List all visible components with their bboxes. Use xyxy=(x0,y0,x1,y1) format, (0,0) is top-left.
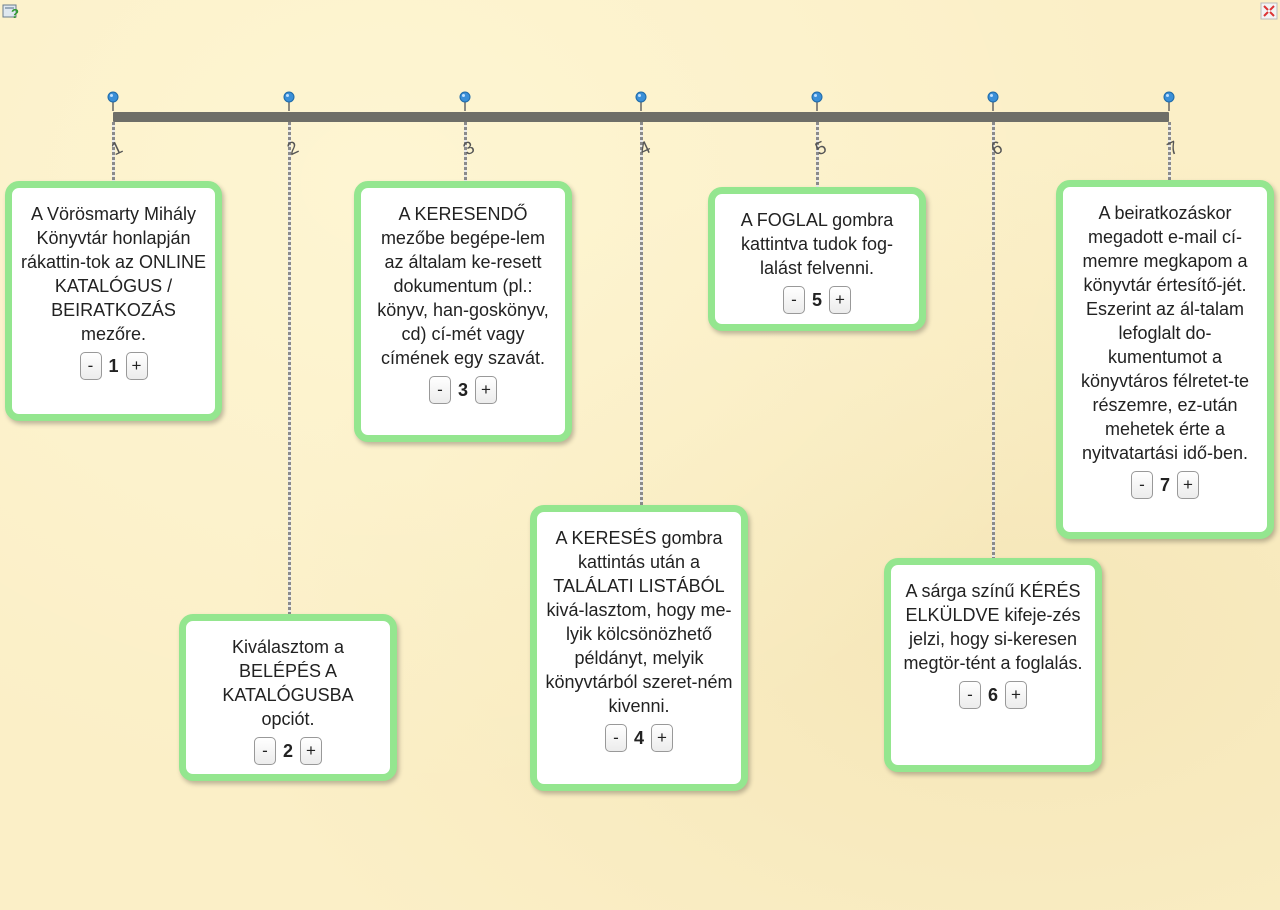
pin-icon[interactable] xyxy=(459,91,471,111)
decrement-button[interactable]: - xyxy=(783,286,805,314)
tick-label: 2 xyxy=(284,136,302,160)
pin-icon[interactable] xyxy=(1163,91,1175,111)
decrement-button[interactable]: - xyxy=(1131,471,1153,499)
decrement-button[interactable]: - xyxy=(605,724,627,752)
step-card: A FOGLAL gombra kattintva tudok fog-lalá… xyxy=(708,187,926,331)
step-card: A sárga színű KÉRÉS ELKÜLDVE kifeje-zés … xyxy=(884,558,1102,772)
increment-button[interactable]: + xyxy=(829,286,851,314)
hanging-string xyxy=(816,122,819,190)
step-controls: - 1 + xyxy=(20,352,207,380)
help-icon[interactable]: ? xyxy=(2,2,20,20)
step-number: 5 xyxy=(811,290,822,310)
increment-button[interactable]: + xyxy=(1005,681,1027,709)
step-controls: - 3 + xyxy=(369,376,557,404)
pin-icon[interactable] xyxy=(635,91,647,111)
hanging-string xyxy=(640,122,643,509)
increment-button[interactable]: + xyxy=(1177,471,1199,499)
step-text: A KERESENDŐ mezőbe begépe-lem az általam… xyxy=(377,204,549,368)
decrement-button[interactable]: - xyxy=(959,681,981,709)
step-controls: - 2 + xyxy=(194,737,382,765)
tick-label: 1 xyxy=(108,136,126,160)
step-card: A KERESÉS gombra kattintás után a TALÁLA… xyxy=(530,505,748,791)
step-text: A FOGLAL gombra kattintva tudok fog-lalá… xyxy=(740,210,894,278)
step-card: A KERESENDŐ mezőbe begépe-lem az általam… xyxy=(354,181,572,442)
step-text: A beiratkozáskor megadott e-mail cí-memr… xyxy=(1080,203,1250,463)
step-number: 4 xyxy=(633,728,644,748)
step-number: 1 xyxy=(108,356,119,376)
increment-button[interactable]: + xyxy=(300,737,322,765)
pin-icon[interactable] xyxy=(283,91,295,111)
step-card: Kiválasztom a BELÉPÉS A KATALÓGUSBA opci… xyxy=(179,614,397,781)
step-number: 3 xyxy=(457,380,468,400)
pin-icon[interactable] xyxy=(811,91,823,111)
step-number: 6 xyxy=(987,685,998,705)
step-text: A Vörösmarty Mihály Könyvtár honlapján r… xyxy=(20,204,207,344)
tick-label: 4 xyxy=(636,136,654,160)
tick-label: 7 xyxy=(1164,136,1182,160)
decrement-button[interactable]: - xyxy=(429,376,451,404)
step-card: A Vörösmarty Mihály Könyvtár honlapján r… xyxy=(5,181,222,421)
hanging-string xyxy=(992,122,995,562)
svg-text:?: ? xyxy=(11,6,19,20)
increment-button[interactable]: + xyxy=(651,724,673,752)
increment-button[interactable]: + xyxy=(475,376,497,404)
hanging-string xyxy=(1168,122,1171,184)
tick-label: 6 xyxy=(988,136,1006,160)
decrement-button[interactable]: - xyxy=(79,352,102,380)
step-text: A KERESÉS gombra kattintás után a TALÁLA… xyxy=(545,528,733,716)
increment-button[interactable]: + xyxy=(125,352,148,380)
hanging-string xyxy=(112,122,115,185)
step-text: Kiválasztom a BELÉPÉS A KATALÓGUSBA opci… xyxy=(222,637,354,729)
step-controls: - 5 + xyxy=(723,286,911,314)
timeline-axis xyxy=(113,112,1169,122)
hanging-string xyxy=(464,122,467,185)
step-controls: - 7 + xyxy=(1071,471,1259,499)
step-card: A beiratkozáskor megadott e-mail cí-memr… xyxy=(1056,180,1274,539)
decrement-button[interactable]: - xyxy=(254,737,276,765)
tick-label: 5 xyxy=(812,136,830,160)
step-number: 2 xyxy=(282,741,293,761)
step-text: A sárga színű KÉRÉS ELKÜLDVE kifeje-zés … xyxy=(903,581,1083,673)
pin-icon[interactable] xyxy=(107,91,119,111)
step-number: 7 xyxy=(1159,475,1170,495)
hanging-string xyxy=(288,122,291,618)
step-controls: - 6 + xyxy=(899,681,1087,709)
step-controls: - 4 + xyxy=(545,724,733,752)
pin-icon[interactable] xyxy=(987,91,999,111)
tick-label: 3 xyxy=(460,136,478,160)
fullscreen-icon[interactable] xyxy=(1260,2,1278,20)
